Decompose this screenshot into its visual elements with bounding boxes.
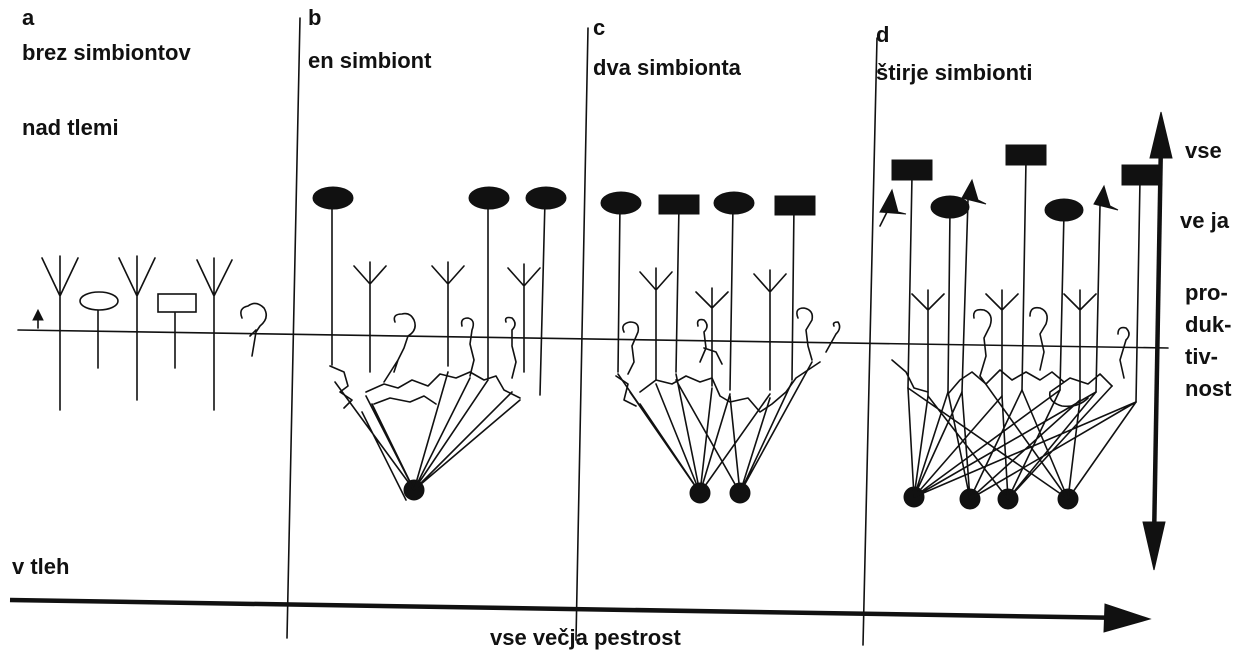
panel-d-shrub-1 xyxy=(972,308,992,377)
panel-b-shrub-3 xyxy=(504,316,517,379)
panel-d-symbiont-plant-rect-1 xyxy=(891,159,933,181)
above-ground-label: nad tlemi xyxy=(22,115,119,140)
panel-c-tree-2 xyxy=(695,287,729,387)
panel-d-symbiont-plant-triangle-2 xyxy=(961,178,987,205)
panel-d-symbiont-plant-oval-1 xyxy=(930,195,970,219)
panel-d-symbiont-plant-oval-2 xyxy=(1044,198,1084,222)
diversity-arrow-head xyxy=(1103,603,1152,633)
panel-d-stem-6 xyxy=(961,199,969,393)
panel-c-shrub-1 xyxy=(622,321,640,375)
panel-c-letter: c xyxy=(593,15,605,40)
panel-a-shrub xyxy=(240,302,268,357)
below-ground-label: v tleh xyxy=(12,554,69,579)
panel-a-tree-1 xyxy=(41,255,79,411)
productivity-word-6: nost xyxy=(1185,376,1232,401)
panel-d-title: štirje simbionti xyxy=(876,60,1032,85)
panel-a-tree-3 xyxy=(196,257,233,411)
panel-c-stem-2 xyxy=(675,204,680,373)
panel-c-stem-4 xyxy=(791,204,795,381)
panel-b-tree-3 xyxy=(507,263,541,373)
panel-c-stem-3 xyxy=(729,204,734,391)
divider-a-b xyxy=(286,17,301,639)
panel-d-root-network xyxy=(891,359,1113,408)
panel-d-symbiont-plant-triangle-1 xyxy=(879,188,907,215)
panel-c-symbiont-links xyxy=(617,361,813,494)
productivity-word-1: vse xyxy=(1185,138,1222,163)
productivity-word-3: pro- xyxy=(1185,280,1228,305)
panel-c-title: dva simbionta xyxy=(593,55,742,80)
panel-d-shrub-3 xyxy=(1117,326,1130,379)
panel-dividers xyxy=(286,17,878,646)
panel-c-tree-3 xyxy=(753,269,787,391)
panel-c-plants xyxy=(600,191,841,504)
panel-d-stem-7 xyxy=(1095,205,1101,393)
panel-d-shrub-2 xyxy=(1029,306,1048,371)
panel-b-symbiont-plant-1 xyxy=(312,186,354,210)
ground-line xyxy=(17,329,1169,349)
panel-c-shrub-3 xyxy=(796,307,841,361)
panel-b-tree-2 xyxy=(431,261,465,367)
panel-d-stem-1 xyxy=(907,175,913,389)
panel-b-shrub-1 xyxy=(383,312,416,383)
panel-c-symbiont-plant-oval-2 xyxy=(713,191,755,215)
panel-d-symbiont-plant-rect-3 xyxy=(1121,164,1163,186)
diversity-arrow xyxy=(9,597,1152,633)
panel-d-stem-2 xyxy=(1021,159,1027,391)
panel-b-letter: b xyxy=(308,5,321,30)
productivity-word-4: duk- xyxy=(1185,312,1231,337)
panel-d-plants xyxy=(879,144,1163,510)
panel-b-title: en simbiont xyxy=(308,48,432,73)
productivity-arrow xyxy=(1142,111,1173,571)
panel-d-stem-3 xyxy=(1135,179,1141,403)
panel-d-letter: d xyxy=(876,22,889,47)
panel-d-symbiont-links xyxy=(907,375,1137,500)
panel-a-sprout xyxy=(32,308,44,321)
panel-a-rect-plant xyxy=(157,293,197,313)
panel-b-root-network xyxy=(329,365,521,409)
panel-b-symbiont-plant-3 xyxy=(525,186,567,210)
panel-d-symbiont-plant-rect-2 xyxy=(1005,144,1047,166)
panel-b-plants xyxy=(312,186,567,501)
diversity-label: vse večja pestrost xyxy=(490,625,681,650)
panel-c-tree-1 xyxy=(639,267,673,381)
productivity-word-2: ve ja xyxy=(1180,208,1230,233)
panel-b-stem-3 xyxy=(539,199,546,396)
productivity-arrow-head-up xyxy=(1149,111,1173,159)
productivity-arrow-head-down xyxy=(1142,521,1166,571)
panel-b-shrub-2 xyxy=(460,317,475,377)
productivity-label: vse ve ja pro- duk- tiv- nost xyxy=(1180,138,1232,401)
productivity-arrow-shaft xyxy=(1151,139,1164,541)
panel-d-tree-1 xyxy=(911,289,945,397)
panel-c-symbiont-plant-oval-1 xyxy=(600,191,642,215)
panel-c-symbiont-plant-rect-1 xyxy=(658,194,700,215)
panel-a-title: brez simbiontov xyxy=(22,40,191,65)
panel-c-stem-1 xyxy=(617,204,621,373)
panel-b-symbiont-links xyxy=(334,371,521,501)
divider-c-d xyxy=(862,37,878,646)
panel-c-symbiont-plant-rect-2 xyxy=(774,195,816,216)
panel-d-tree-2 xyxy=(985,289,1019,397)
diversity-arrow-shaft xyxy=(9,597,1129,621)
panel-d-stem-5 xyxy=(1059,211,1065,391)
panel-d-stem-4 xyxy=(947,209,951,393)
panel-a-tree-2 xyxy=(118,255,156,401)
panel-a-plants xyxy=(32,255,268,411)
panel-c-shrub-2 xyxy=(696,318,708,363)
panel-d-symbiont-plant-triangle-3 xyxy=(1093,184,1119,211)
panel-a-oval-plant xyxy=(79,291,119,311)
panel-d-tree-3 xyxy=(1063,289,1097,401)
productivity-word-5: tiv- xyxy=(1185,344,1218,369)
panel-b-symbiont-plant-2 xyxy=(468,186,510,210)
divider-b-c xyxy=(575,27,589,641)
panel-b-tree-1 xyxy=(353,261,387,373)
panel-a-letter: a xyxy=(22,5,35,30)
